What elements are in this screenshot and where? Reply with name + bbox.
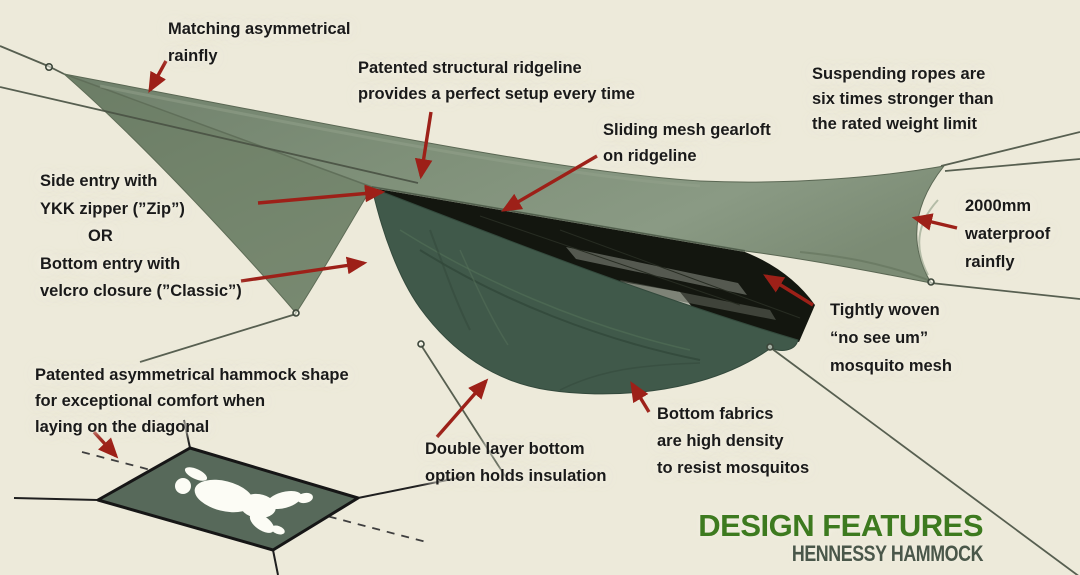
mesh-highlight-slat — [620, 280, 776, 320]
brand-title: DESIGN FEATURES — [698, 508, 983, 543]
rope-top-right-b — [944, 158, 1080, 172]
attachment-rings — [44, 62, 935, 351]
arrow-bottom-fabrics — [630, 381, 651, 413]
arrow-diagonal-lay — [92, 430, 119, 459]
rainfly-drape-shading — [64, 74, 372, 313]
ring — [766, 343, 774, 351]
rope-top-right-a — [940, 131, 1080, 167]
arrow-double-layer — [435, 378, 489, 439]
hammock-body — [371, 187, 799, 395]
suspension-ropes — [0, 45, 1080, 575]
arrow-waterproof-rainfly — [911, 213, 958, 231]
ring — [927, 278, 935, 286]
tieout-cord-center — [420, 344, 506, 477]
rope-left-suspension — [0, 86, 419, 184]
arrow-mosquito-mesh — [763, 274, 814, 307]
carabiner — [44, 62, 53, 71]
rainfly — [62, 73, 946, 314]
corner-lines — [13, 419, 463, 575]
mesh-highlight-slat — [566, 247, 747, 295]
arrow-matching-rainfly — [148, 60, 168, 93]
arrow-side-entry — [257, 184, 386, 205]
person-silhouette — [175, 467, 313, 535]
rope-right-mid — [930, 282, 1080, 300]
arrow-bottom-entry — [240, 256, 368, 283]
rope-bottom-right — [770, 347, 1079, 575]
arrow-gearloft — [501, 154, 598, 212]
diagonal-lay-diagram — [13, 419, 463, 575]
arrow-structural-ridgeline — [414, 111, 433, 180]
ring — [417, 340, 425, 348]
brand-subtitle: HENNESSY HAMMOCK — [791, 541, 984, 566]
callout-arrows — [92, 60, 958, 459]
rope-top-left — [0, 45, 65, 75]
tieout-cord-left — [139, 313, 297, 363]
ring — [292, 309, 300, 317]
